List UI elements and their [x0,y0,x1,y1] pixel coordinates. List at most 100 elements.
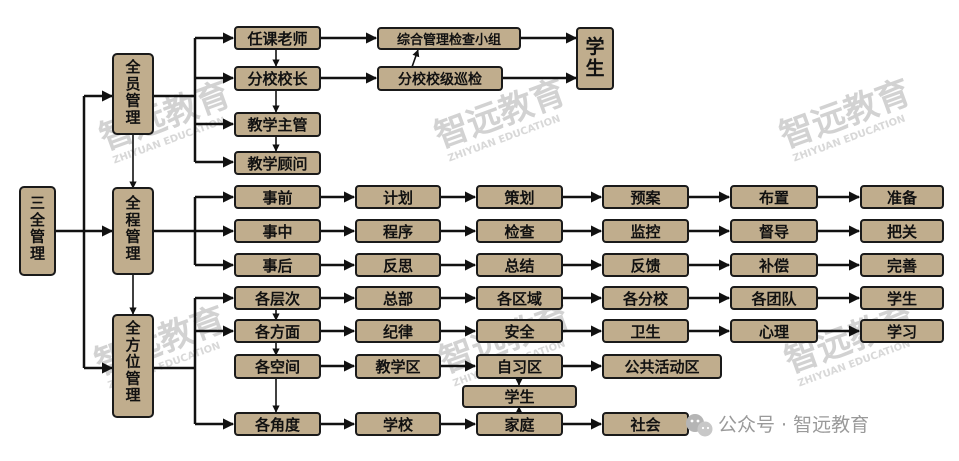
node-fenxiaozhang[interactable]: 分校校长 [234,66,321,91]
footer-label: 公众号 · 智远教育 [718,414,869,436]
node-label: 学习 [887,323,917,341]
node-cehua[interactable]: 策划 [476,185,563,209]
node-weisheng[interactable]: 卫生 [602,319,689,343]
node-label: 各角度 [254,416,301,434]
node-label: 各层次 [254,290,300,308]
node-label: 社会 [629,416,660,434]
node-shehui[interactable]: 社会 [602,412,689,436]
node-renke[interactable]: 任课老师 [234,26,321,50]
node-label: 完善 [887,257,917,275]
node-jiaoxueguwen[interactable]: 教学顾问 [234,151,321,175]
node-label: 计划 [383,189,413,207]
node-xuexiao[interactable]: 学校 [355,412,441,436]
node-label: 督导 [759,223,789,241]
node-label: 各分校 [622,290,669,308]
node-label: 任课老师 [246,30,307,48]
node-gonggong[interactable]: 公共活动区 [602,354,722,379]
node-chengxu[interactable]: 程序 [355,219,441,243]
node-zonghe[interactable]: 综合管理检查小组 [377,27,521,50]
node-jiating[interactable]: 家庭 [476,412,563,436]
node-xunjian[interactable]: 分校校级巡检 [377,66,503,91]
node-jiaoxuezhuguan[interactable]: 教学主管 [234,112,321,137]
node-label: 安全 [504,323,535,341]
watermark-6: 智远教育 ZHIYUAN EDUCATION [779,297,920,389]
wechat-icon [686,414,713,437]
node-label: 各方面 [254,323,300,341]
node-shizhong[interactable]: 事中 [234,219,321,243]
node-label: 总结 [504,257,534,275]
node-sanquan[interactable]: 三全管理 [19,186,56,276]
node-label: 家庭 [504,416,535,434]
node-xuesheng-mid[interactable]: 学生 [462,385,577,408]
node-label: 反思 [383,257,413,275]
connectors [55,32,861,430]
footer-account: 公众号 · 智远教育 [686,414,869,437]
node-label: 纪律 [383,323,413,341]
node-shiqian[interactable]: 事前 [234,185,321,209]
node-fangmian[interactable]: 各方面 [234,319,321,343]
node-label: 自习区 [497,358,542,376]
node-zixiqu[interactable]: 自习区 [476,354,563,379]
node-label: 事后 [262,257,292,275]
node-cengci[interactable]: 各层次 [234,286,321,310]
watermark-3: 智远教育 ZHIYUAN EDUCATION [774,72,915,164]
node-label: 卫生 [630,323,660,341]
node-label: 反馈 [630,257,660,275]
node-xuexi[interactable]: 学习 [860,319,944,343]
node-anquan[interactable]: 安全 [476,319,563,343]
node-label: 教学主管 [246,116,307,134]
node-jihua[interactable]: 计划 [355,185,441,209]
node-zhunbei[interactable]: 准备 [860,185,944,209]
node-label: 监控 [630,223,660,241]
node-buchang[interactable]: 补偿 [730,253,818,277]
node-label: 全程管理 [124,194,141,262]
node-baguan[interactable]: 把关 [860,219,944,243]
node-wanshan[interactable]: 完善 [860,253,944,277]
node-quyu[interactable]: 各区域 [476,286,563,310]
node-zongjie[interactable]: 总结 [476,253,563,277]
node-label: 程序 [383,223,413,241]
node-jilv[interactable]: 纪律 [355,319,441,343]
node-label: 三全管理 [29,194,46,262]
node-label: 综合管理检查小组 [397,32,501,48]
node-buzhi[interactable]: 布置 [730,185,818,209]
node-label: 事中 [262,223,292,241]
node-label: 公共活动区 [624,358,699,376]
node-fankui[interactable]: 反馈 [602,253,689,277]
node-label: 各团队 [750,290,797,308]
node-label: 补偿 [758,257,789,275]
node-label: 预案 [630,189,661,207]
node-label: 各空间 [254,358,300,376]
node-shihou[interactable]: 事后 [234,253,321,277]
node-xuesheng-r4[interactable]: 学生 [860,286,944,310]
node-label: 学生 [504,388,534,406]
node-label: 分校校长 [247,70,308,88]
node-jiankong[interactable]: 监控 [602,219,689,243]
node-tuandui[interactable]: 各团队 [730,286,818,310]
node-fenxiao[interactable]: 各分校 [602,286,689,310]
node-label: 布置 [759,189,789,207]
node-quancheng[interactable]: 全程管理 [112,187,154,275]
node-label: 把关 [887,223,917,241]
node-label: 准备 [887,189,918,207]
node-xinli[interactable]: 心理 [730,319,818,343]
node-quanfangwei[interactable]: 全方位管理 [112,314,154,418]
node-label: 全员管理 [124,58,141,126]
node-jiancha[interactable]: 检查 [476,219,563,243]
node-quanyuan[interactable]: 全员管理 [112,53,154,135]
node-kongjian[interactable]: 各空间 [234,354,321,379]
row-connectors [320,191,861,271]
node-label: 事前 [262,189,292,207]
node-label: 分校校级巡检 [398,71,482,88]
node-xuesheng-top[interactable]: 学生 [576,27,614,90]
node-jiaoxuequ[interactable]: 教学区 [355,354,441,379]
node-yuan[interactable]: 预案 [602,185,689,209]
node-label: 教学顾问 [246,155,307,173]
node-jiaodu[interactable]: 各角度 [234,412,321,436]
node-dudao[interactable]: 督导 [730,219,818,243]
watermark-4: 智远教育 ZHIYUAN EDUCATION [89,299,230,391]
node-fansi[interactable]: 反思 [355,253,441,277]
node-label: 学生 [887,290,917,308]
node-zongbu[interactable]: 总部 [355,286,441,310]
